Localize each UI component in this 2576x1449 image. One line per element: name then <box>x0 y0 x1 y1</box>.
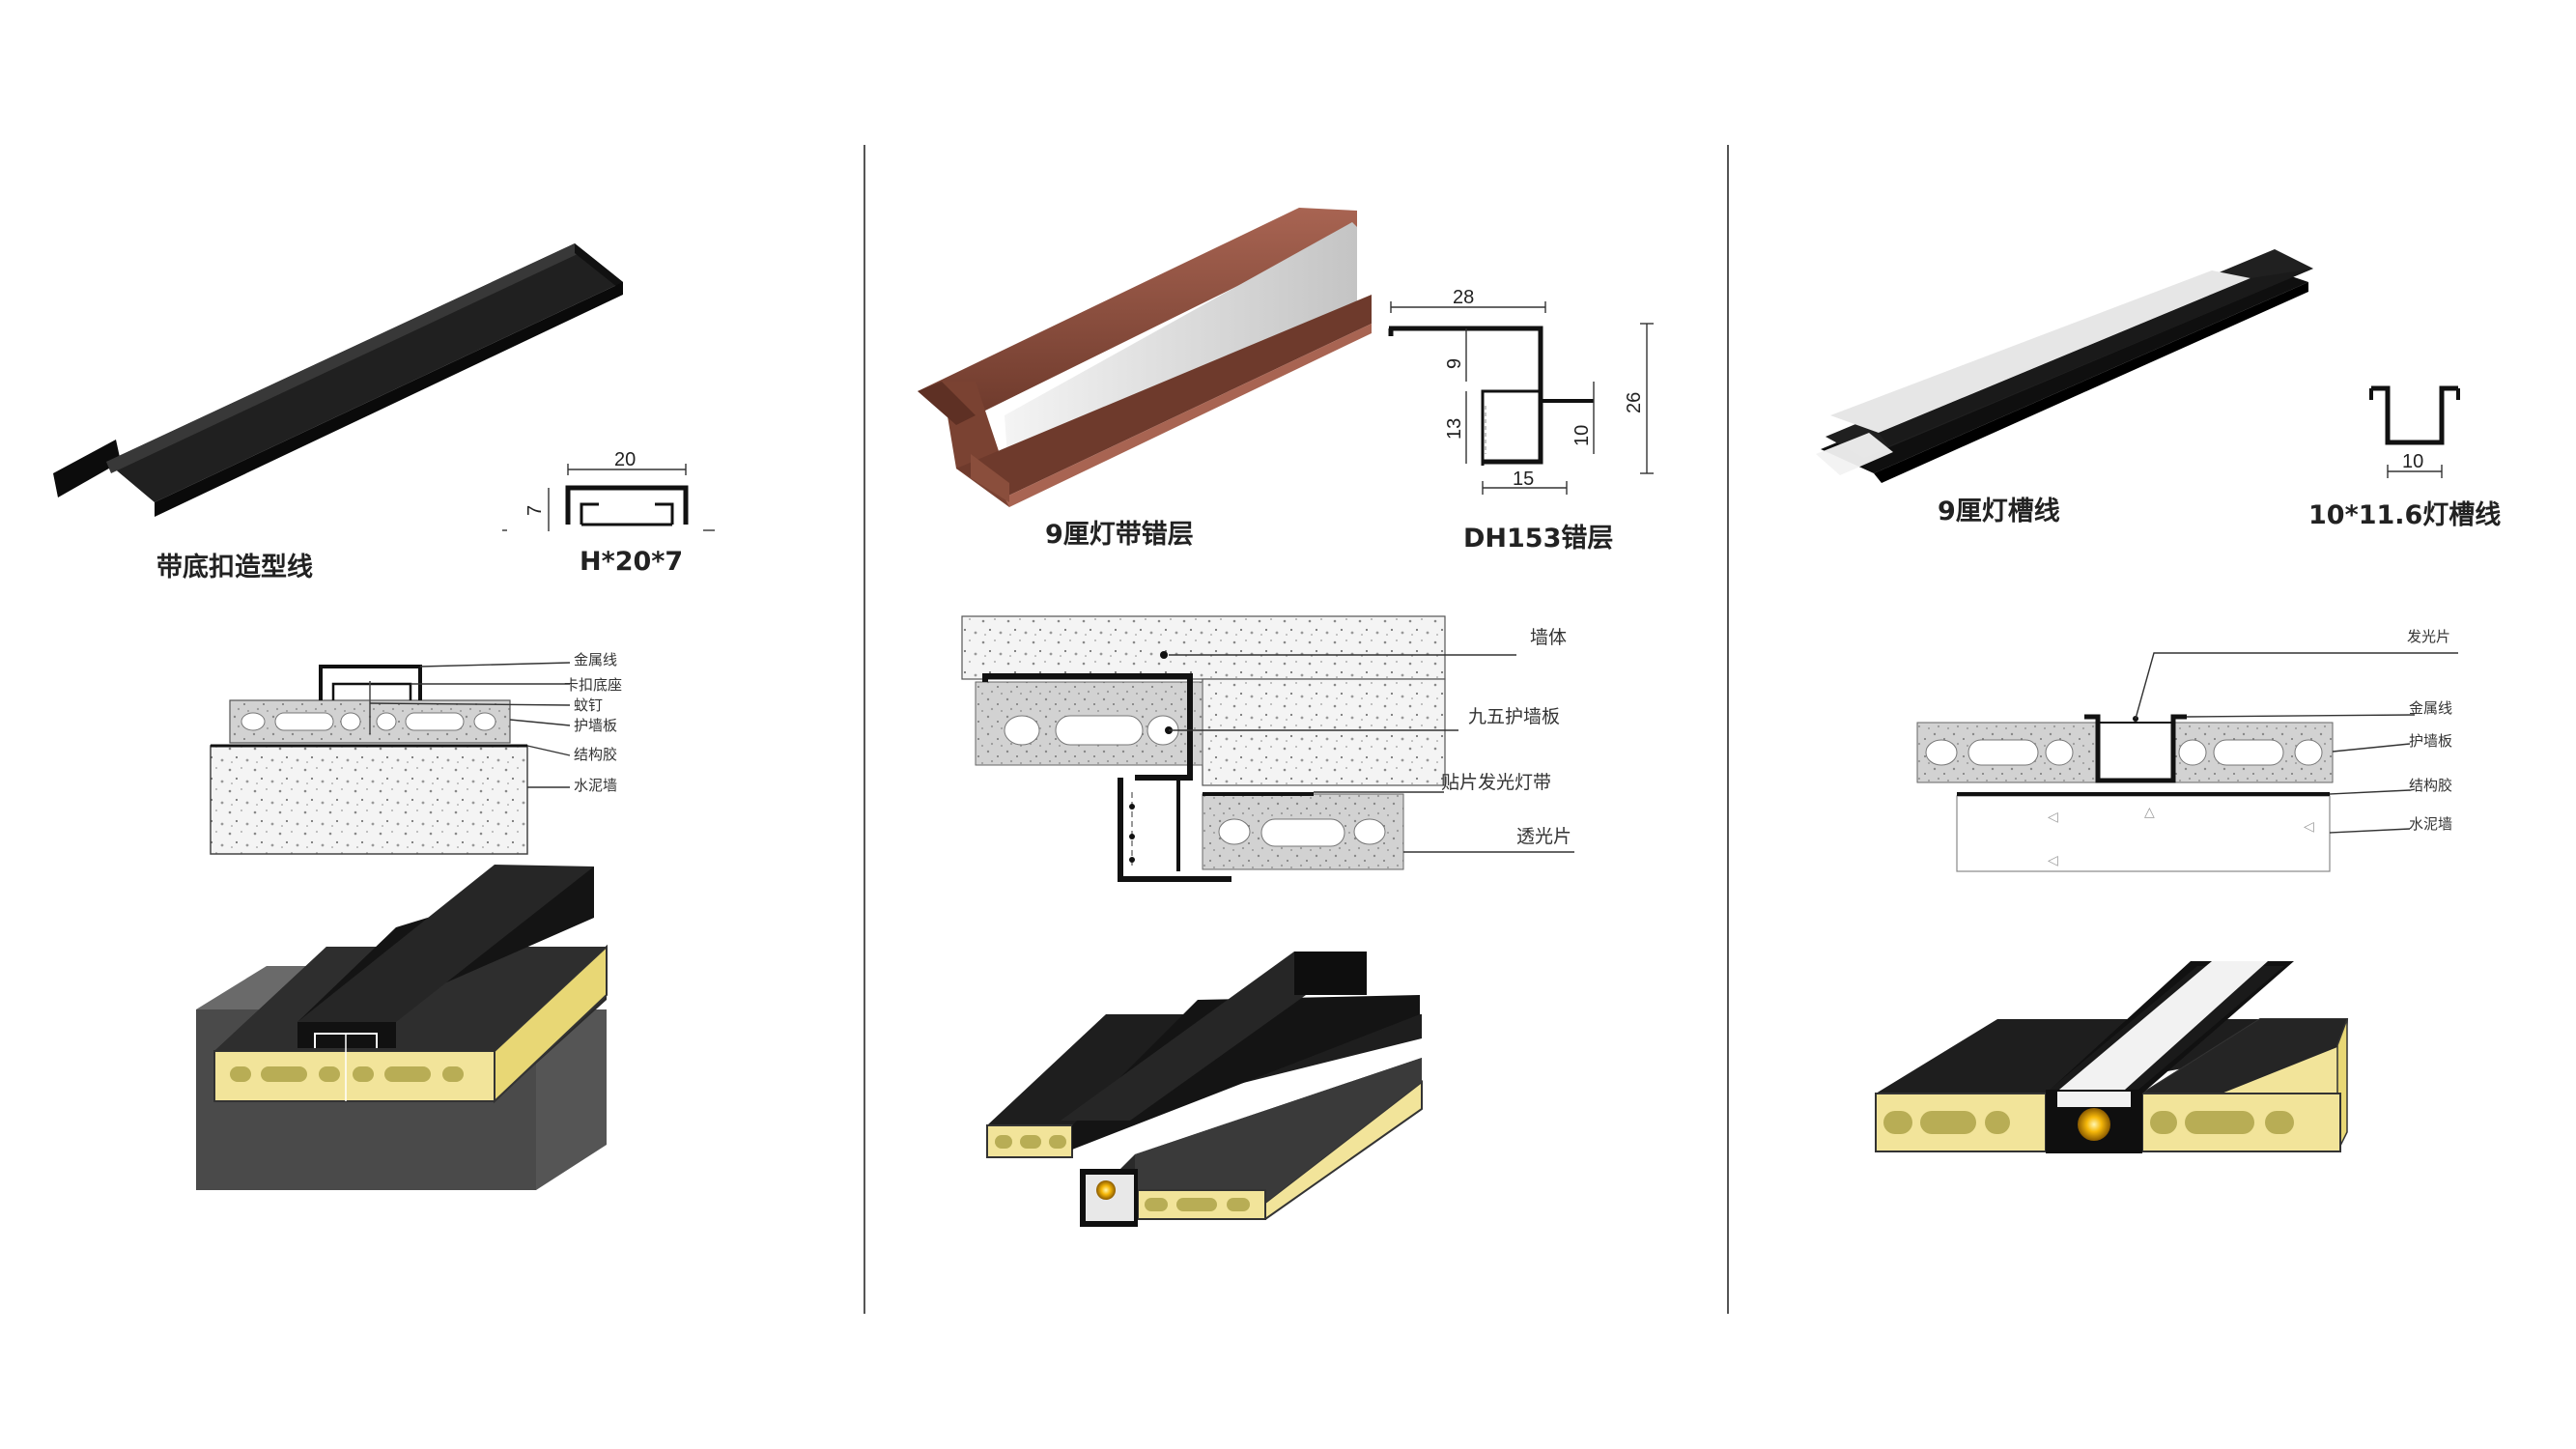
label-wall-panel: 护墙板 <box>574 717 617 734</box>
dimension-drawing-dh153 <box>1388 301 1654 495</box>
dim-height: 7 <box>524 505 546 516</box>
column-3: 10 9厘灯槽线 10*11.6灯槽线 ◁ △ ◁ ◁ <box>1816 249 2501 1153</box>
product-spec: DH153错层 <box>1463 524 1613 554</box>
section-drawing <box>502 464 715 531</box>
svg-text:◁: ◁ <box>2048 853 2058 868</box>
label-led-strip: 贴片发光灯带 <box>1441 772 1551 793</box>
column-2: 28 9 13 10 26 15 9厘灯带错层 DH153错层 <box>918 208 1654 1227</box>
dim-left: 13 <box>1444 418 1465 440</box>
install-section <box>210 665 528 855</box>
install-section <box>961 615 1446 882</box>
product-photo-bronze <box>918 208 1372 507</box>
dim-upper: 9 <box>1444 358 1465 369</box>
install-leader-lines <box>369 662 571 788</box>
dim-width: 10 <box>2402 451 2423 472</box>
label-glue: 结构胶 <box>574 746 617 763</box>
dimension-drawing-channel <box>2369 385 2460 478</box>
product-photo-bar <box>53 243 623 517</box>
column-1: 20 7 带底扣造型线 H*20*7 金属线 卡扣底座 <box>53 243 715 1190</box>
label-metal-line: 金属线 <box>574 651 617 668</box>
svg-text:◁: ◁ <box>2048 810 2058 825</box>
dim-right-inner: 10 <box>1571 425 1593 446</box>
label-wall-panel: 九五护墙板 <box>1468 706 1560 727</box>
label-wall-panel: 护墙板 <box>2409 732 2452 750</box>
dim-bottom: 15 <box>1513 469 1534 490</box>
product-name: 9厘灯带错层 <box>1045 520 1194 550</box>
install-leader-lines <box>2135 652 2458 834</box>
product-photo-channel <box>1816 249 2313 483</box>
label-glue: 结构胶 <box>2409 777 2452 794</box>
install-render-3d <box>196 865 608 1190</box>
install-render-3d <box>986 952 1423 1227</box>
label-cement-wall: 水泥墙 <box>2409 815 2452 833</box>
dim-total: 26 <box>1624 392 1645 413</box>
label-metal-line: 金属线 <box>2409 699 2452 717</box>
product-name: 9厘灯槽线 <box>1938 497 2060 526</box>
dim-top: 28 <box>1453 287 1474 308</box>
product-spec: 10*11.6灯槽线 <box>2308 500 2501 530</box>
label-diffuser: 透光片 <box>1516 826 1571 847</box>
light-source-icon <box>2078 1108 2110 1141</box>
label-clip-base: 卡扣底座 <box>564 676 622 694</box>
dim-width: 20 <box>614 449 636 470</box>
product-spec: H*20*7 <box>580 547 683 577</box>
install-section: ◁ △ ◁ ◁ <box>1916 714 2334 872</box>
label-light-panel: 发光片 <box>2407 628 2450 645</box>
svg-text:△: △ <box>2144 805 2155 820</box>
label-wall: 墙体 <box>1530 627 1567 648</box>
label-nail: 蚊钉 <box>574 696 603 714</box>
install-leader-lines <box>1169 654 1574 853</box>
install-render-3d <box>1875 961 2349 1153</box>
light-source-icon <box>1096 1180 1116 1200</box>
label-cement-wall: 水泥墙 <box>574 777 617 794</box>
product-name: 带底扣造型线 <box>156 552 313 582</box>
svg-text:◁: ◁ <box>2304 819 2314 835</box>
